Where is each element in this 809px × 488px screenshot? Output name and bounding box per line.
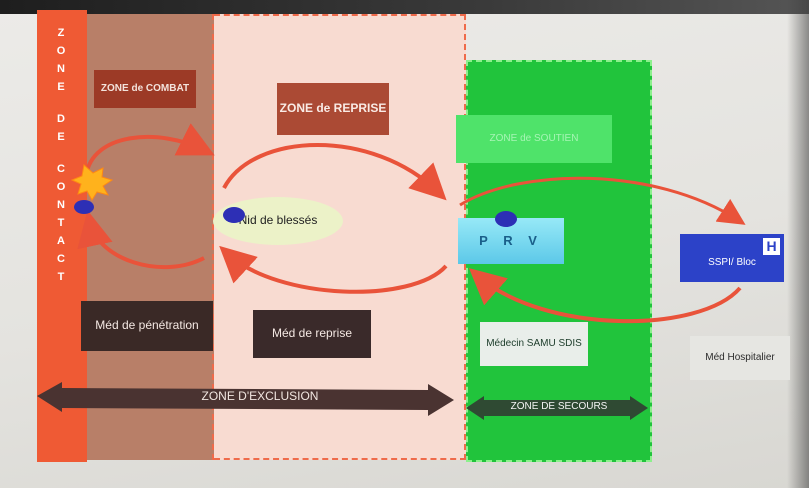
zone-contact-vertical-label: Z O N E D E C O N T A C T [46, 24, 76, 286]
zone-secours-label: ZONE DE SECOURS [510, 401, 608, 412]
room-background-top [0, 0, 809, 14]
contact-letter: Z [57, 27, 65, 39]
room-background-right [787, 0, 809, 488]
contact-letter-gap [46, 96, 76, 110]
med-hospitalier-label: Méd Hospitalier [690, 336, 790, 380]
contact-letter: T [57, 271, 65, 283]
sspi-bloc-label: SSPI/ Bloc [708, 257, 756, 269]
zone-exclusion-label: ZONE D'EXCLUSION [201, 389, 319, 403]
contact-letter: C [57, 163, 65, 175]
contact-letter: T [57, 217, 65, 229]
med-penetration-label: Méd de pénétration [81, 301, 213, 351]
contact-letter: O [56, 181, 66, 193]
contact-letter-gap [46, 146, 76, 160]
prv-node: P R V [458, 218, 564, 264]
contact-letter: O [56, 45, 66, 57]
contact-letter: N [57, 63, 65, 75]
contact-letter: D [57, 113, 65, 125]
zone-soutien-title: ZONE de SOUTIEN [456, 115, 612, 163]
hospital-h-icon: H [763, 238, 780, 255]
contact-letter: E [57, 131, 65, 143]
contact-letter: N [57, 199, 65, 211]
zone-reprise-title: ZONE de REPRISE [277, 83, 389, 135]
med-reprise-label: Méd de reprise [253, 310, 371, 358]
medecin-samu-sdis-label: Médecin SAMU SDIS [480, 322, 588, 366]
contact-letter: A [57, 235, 65, 247]
nid-blesses-node: Nid de blessés [213, 197, 343, 245]
sspi-bloc-node: SSPI/ Bloc H [680, 234, 784, 282]
contact-letter: C [57, 253, 65, 265]
contact-letter: E [57, 81, 65, 93]
zone-combat-title: ZONE de COMBAT [94, 70, 196, 108]
